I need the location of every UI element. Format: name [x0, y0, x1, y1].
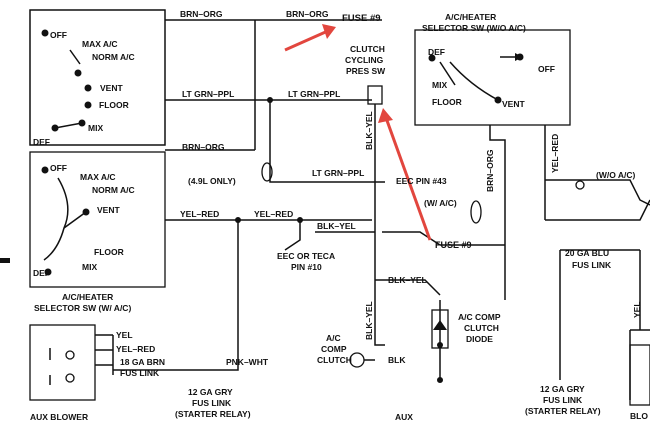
- label-floor-right: FLOOR: [432, 97, 462, 107]
- top-switch-contacts: [41, 29, 92, 132]
- label-heater-title-2: SELECTOR SW (W/O A/C): [422, 23, 526, 33]
- label-ltgrn-2: LT GRN–PPL: [288, 89, 340, 99]
- label-ac-comp-clutch-1: A/C: [326, 333, 341, 343]
- label-normac-1: NORM A/C: [92, 52, 135, 62]
- label-fuse9-top: FUSE #9: [342, 13, 381, 24]
- label-mix-2: MIX: [82, 262, 97, 272]
- label-floor-2: FLOOR: [94, 247, 124, 257]
- label-blk: BLK: [388, 355, 406, 365]
- label-blo: BLO: [630, 411, 648, 421]
- wires-left: [113, 19, 482, 371]
- label-blk-yel-2: BLK–YEL: [388, 275, 427, 285]
- label-eec-teca-2: PIN #10: [291, 262, 322, 272]
- aux-blower-box: [29, 324, 114, 401]
- label-brn-org-2: BRN–ORG: [286, 9, 329, 19]
- label-yel-red-1: YEL–RED: [180, 209, 219, 219]
- labels: BRN–ORG BRN–ORG FUSE #9 CLUTCH CYCLING P…: [30, 9, 648, 422]
- label-vent-1: VENT: [100, 83, 123, 93]
- label-12ga-a-1: 12 GA GRY: [188, 387, 233, 397]
- label-12ga-b-3: (STARTER RELAY): [525, 406, 601, 416]
- label-4-9l-only: (4.9L ONLY): [188, 176, 236, 186]
- label-maxac-2: MAX A/C: [80, 172, 116, 182]
- label-12ga-a-3: (STARTER RELAY): [175, 409, 251, 419]
- label-normac-2: NORM A/C: [92, 185, 135, 195]
- label-blk-yel-horizontal: BLK–YEL: [317, 221, 356, 231]
- label-eec-teca-1: EEC OR TECA: [277, 251, 335, 261]
- label-20ga-1: 20 GA BLU: [565, 248, 609, 258]
- label-eec-pin-43: EEC PIN #43: [396, 176, 447, 186]
- label-diode-3: DIODE: [466, 334, 493, 344]
- label-aux: AUX: [395, 412, 413, 422]
- label-yel-red-vertical: YEL–RED: [550, 134, 560, 173]
- label-clutch-2: CYCLING: [345, 55, 384, 65]
- label-clutch-1: CLUTCH: [350, 44, 385, 54]
- wires-right: [559, 249, 650, 406]
- label-yel-red-2: YEL–RED: [254, 209, 293, 219]
- label-aux-blower: AUX BLOWER: [30, 412, 88, 422]
- ground-marker: [0, 258, 10, 263]
- label-18ga-2: FUS LINK: [120, 368, 160, 378]
- label-off-right: OFF: [538, 64, 555, 74]
- label-ac-comp-clutch-3: CLUTCH: [317, 355, 352, 365]
- label-vent-2: VENT: [97, 205, 120, 215]
- label-def-1: DEF: [33, 137, 50, 147]
- label-wo-ac: (W/O A/C): [596, 170, 636, 180]
- label-ltgrn-3: LT GRN–PPL: [312, 168, 364, 178]
- label-20ga-2: FUS LINK: [572, 260, 612, 270]
- label-diode-1: A/C COMP: [458, 312, 501, 322]
- selector-switch-right-box: [382, 29, 650, 300]
- label-brn-org-3: BRN–ORG: [182, 142, 225, 152]
- label-vent-right: VENT: [502, 99, 525, 109]
- label-ac-comp-clutch-2: COMP: [321, 344, 347, 354]
- label-brn-org-vertical: BRN–ORG: [485, 149, 495, 192]
- ac-compressor-clutch-symbol: [349, 309, 449, 383]
- label-maxac-1: MAX A/C: [82, 39, 118, 49]
- label-yel-red-3: YEL–RED: [116, 344, 155, 354]
- clutch-cycling-switch: [367, 85, 441, 380]
- label-12ga-a-2: FUS LINK: [192, 398, 232, 408]
- label-fuse9-bottom: FUSE #9: [435, 240, 472, 250]
- label-blk-yel-vertical: BLK–YEL: [364, 111, 374, 150]
- label-mix-1: MIX: [88, 123, 103, 133]
- label-def-right: DEF: [428, 47, 445, 57]
- label-diode-2: CLUTCH: [464, 323, 499, 333]
- label-12ga-b-2: FUS LINK: [543, 395, 583, 405]
- label-18ga-1: 18 GA BRN: [120, 357, 165, 367]
- label-yel: YEL: [116, 330, 133, 340]
- selector-switch-top-box: [29, 9, 166, 146]
- label-w-ac: (W/ A/C): [424, 198, 457, 208]
- label-heater-title-1: A/C/HEATER: [445, 12, 496, 22]
- label-12ga-b-1: 12 GA GRY: [540, 384, 585, 394]
- label-ltgrn-1: LT GRN–PPL: [182, 89, 234, 99]
- label-pnk-wht: PNK–WHT: [226, 357, 269, 367]
- label-blk-yel-vertical-2: BLK–YEL: [364, 301, 374, 340]
- label-brn-org-1: BRN–ORG: [180, 9, 223, 19]
- label-clutch-3: PRES SW: [346, 66, 386, 76]
- label-mix-right: MIX: [432, 80, 447, 90]
- label-sel-ac-2: SELECTOR SW (W/ A/C): [34, 303, 131, 313]
- label-off-1: OFF: [50, 30, 67, 40]
- label-sel-ac-1: A/C/HEATER: [62, 292, 113, 302]
- label-def-2: DEF: [33, 268, 50, 278]
- label-floor-1: FLOOR: [99, 100, 129, 110]
- label-off-2: OFF: [50, 163, 67, 173]
- label-yel-right: YEL: [632, 301, 642, 318]
- annotation-arrows: [284, 24, 432, 241]
- bottom-switch-contacts: [41, 166, 90, 276]
